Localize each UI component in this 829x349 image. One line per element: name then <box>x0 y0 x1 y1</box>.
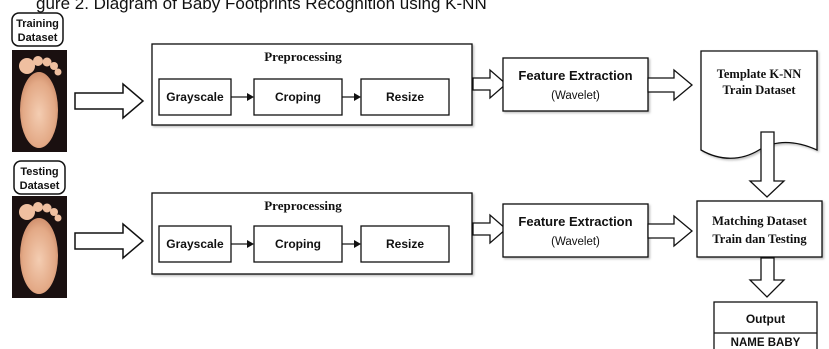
testing-resize-box <box>360 225 450 263</box>
arrow-matching-to-output <box>748 257 786 298</box>
training-arrow-to-preprocessing <box>74 82 145 120</box>
testing-feature-box <box>502 203 649 258</box>
testing-label-line1: Testing <box>20 166 58 178</box>
training-arrow-to-template <box>647 68 694 102</box>
training-grayscale-box <box>158 78 232 116</box>
testing-arrow-to-matching <box>647 214 694 248</box>
figure-caption: gure 2. Diagram of Baby Footprints Recog… <box>36 0 487 13</box>
training-feature-title: Feature Extraction <box>518 68 632 83</box>
arrow-template-to-matching <box>748 131 786 198</box>
testing-row: Testing Dataset Preprocessing Grayscale … <box>12 160 823 298</box>
training-feature-subtitle: (Wavelet) <box>551 90 600 102</box>
training-resize-box <box>360 78 450 116</box>
testing-grayscale-label: Grayscale <box>166 237 224 251</box>
training-arrow-crop-resize <box>354 93 361 101</box>
template-knn-document <box>700 50 818 159</box>
testing-croping-label: Croping <box>275 237 321 251</box>
template-line1: Template K-NN <box>717 67 802 81</box>
output-box: Output NAME BABY <box>713 301 818 349</box>
training-row: Training Dataset Preprocessing Grayscale… <box>11 12 818 159</box>
training-grayscale-label: Grayscale <box>166 90 224 104</box>
training-arrow-to-feature <box>472 68 507 100</box>
testing-arrow-to-preprocessing <box>74 222 145 260</box>
training-feature-box <box>502 57 649 112</box>
testing-feature-subtitle: (Wavelet) <box>551 236 600 248</box>
testing-grayscale-box <box>158 225 232 263</box>
testing-label-line2: Dataset <box>20 180 60 192</box>
training-preprocessing-title: Preprocessing <box>264 49 342 64</box>
testing-preprocessing-title: Preprocessing <box>264 198 342 213</box>
output-value: NAME BABY <box>731 337 801 349</box>
training-label-line2: Dataset <box>18 32 58 44</box>
training-resize-label: Resize <box>386 90 424 104</box>
template-line2: Train Dataset <box>722 83 796 97</box>
testing-arrow-crop-resize <box>354 240 361 248</box>
matching-line2: Train dan Testing <box>712 232 807 246</box>
training-label-box <box>11 12 64 47</box>
training-croping-label: Croping <box>275 90 321 104</box>
training-arrow-gray-crop <box>247 93 254 101</box>
testing-resize-label: Resize <box>386 237 424 251</box>
testing-arrow-to-feature <box>472 213 507 245</box>
matching-line1: Matching Dataset <box>712 214 808 228</box>
testing-arrow-gray-crop <box>247 240 254 248</box>
testing-foot-image <box>12 196 67 298</box>
output-title: Output <box>746 312 785 326</box>
training-label-line1: Training <box>16 18 59 30</box>
matching-box <box>696 200 823 258</box>
training-foot-image <box>12 50 67 152</box>
testing-feature-title: Feature Extraction <box>518 214 632 229</box>
testing-label-box <box>13 160 66 195</box>
training-croping-box <box>253 78 343 116</box>
